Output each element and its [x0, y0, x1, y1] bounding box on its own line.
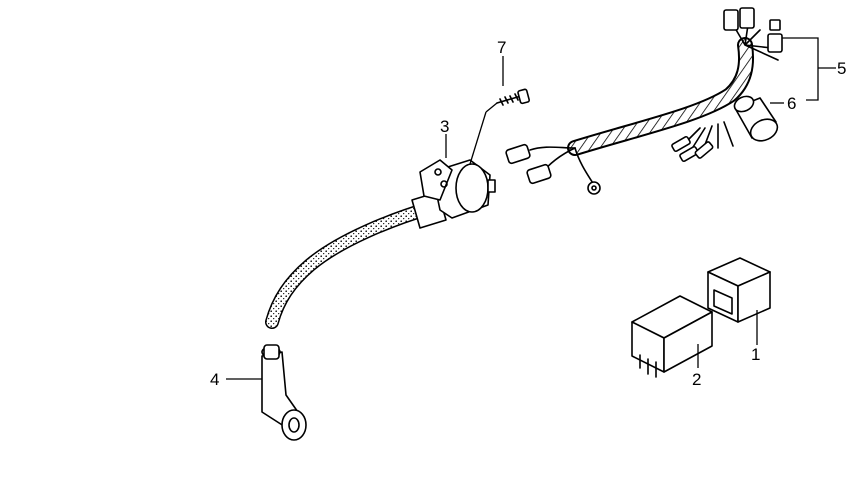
callout-5: 5: [837, 59, 846, 78]
harness-grommet-part: [733, 95, 779, 142]
callout-1: 1: [751, 345, 760, 364]
callout-4: 4: [210, 370, 219, 389]
callout-6: 6: [787, 94, 796, 113]
relay-cover-part: [707, 257, 771, 323]
ignition-coil-part: [265, 159, 496, 329]
callout-7: 7: [497, 38, 506, 57]
bolt-part: [496, 88, 530, 106]
spark-plug-cap-part: [261, 344, 307, 441]
relay-part: [631, 295, 713, 378]
callout-3: 3: [440, 117, 449, 136]
leader-lines: [226, 37, 836, 380]
wire-harness-part: [505, 7, 783, 195]
callout-2: 2: [692, 370, 701, 389]
